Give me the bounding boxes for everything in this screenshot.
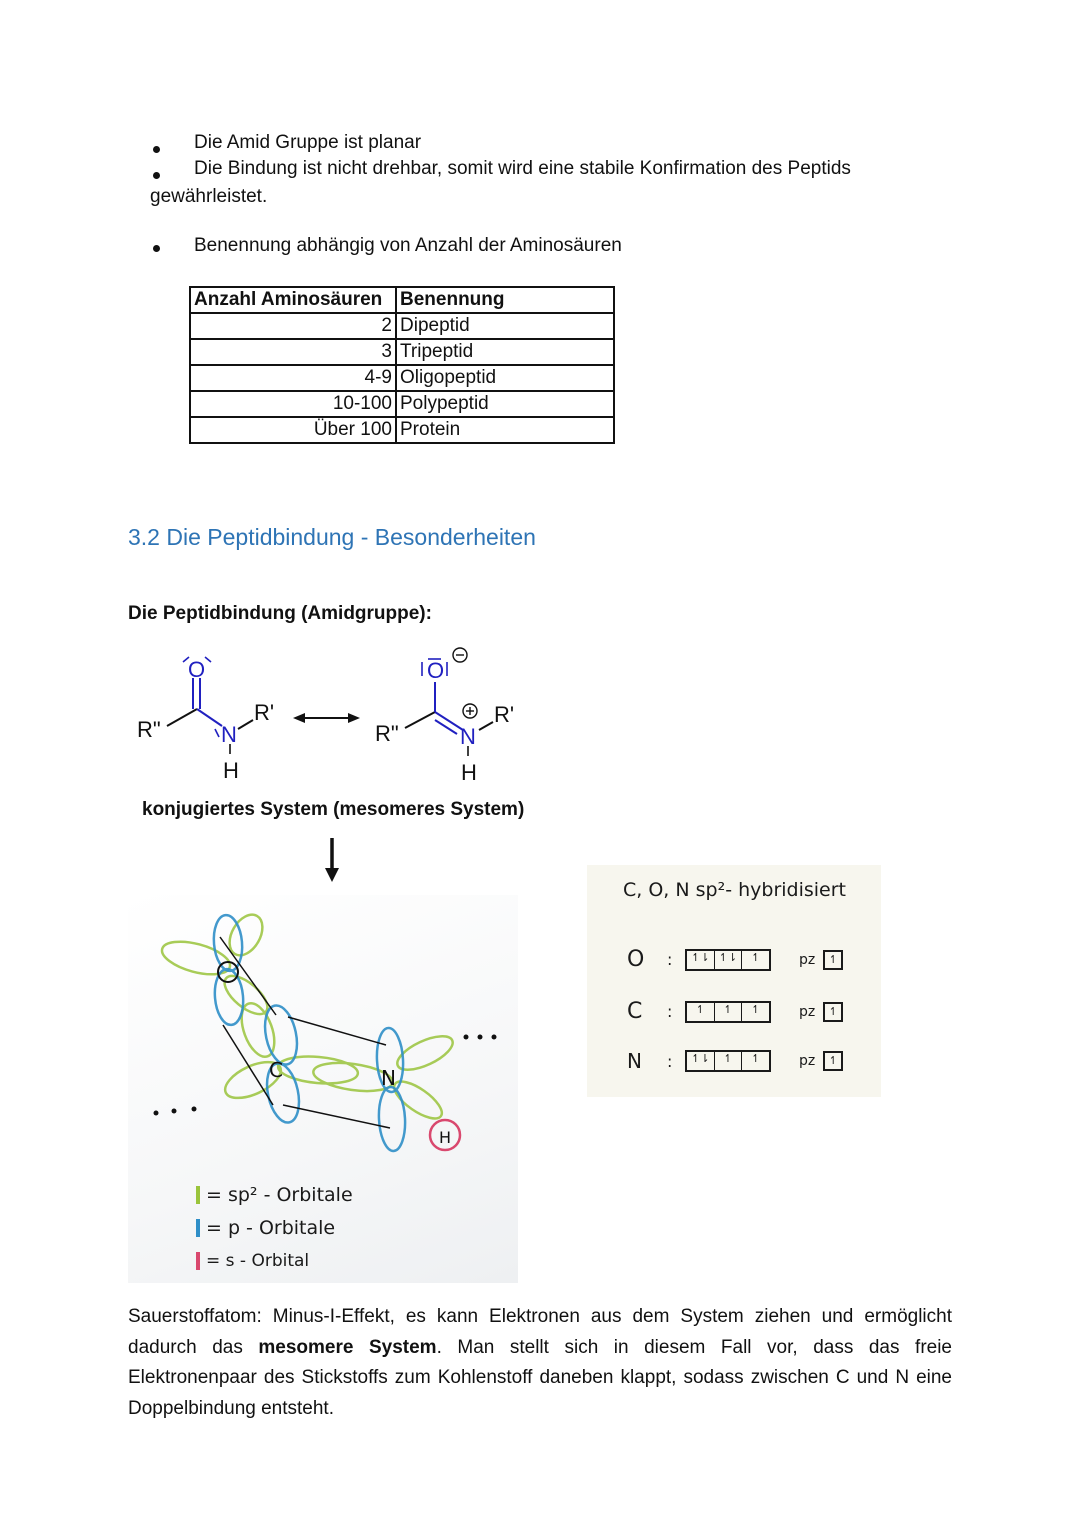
note-row-c: C : ↿ ↿ ↿ pz ↿ <box>627 999 844 1024</box>
legend-label: = s - Orbital <box>206 1250 310 1271</box>
orbital-cell: ↿ <box>687 1002 715 1021</box>
subheading: Die Peptidbindung (Amidgruppe): <box>128 603 432 624</box>
note-title: C, O, N sp²- hybridisiert <box>623 879 847 901</box>
down-arrow-icon <box>325 838 339 882</box>
table-header-cell: Benennung <box>395 286 615 314</box>
svg-text:O: O <box>188 657 205 682</box>
orbital-cell: ↿ <box>751 950 761 964</box>
sp2-box: ↿⇂ ↿ ↿ <box>685 1050 771 1072</box>
table-cell: 3 <box>189 338 397 366</box>
sp2-color-swatch <box>196 1185 200 1204</box>
bullet-icon <box>153 146 160 153</box>
atom-c: C <box>269 1058 283 1082</box>
svg-text:R': R' <box>254 700 274 725</box>
orbital-cell: ↿⇂ <box>687 950 715 969</box>
colon: : <box>667 1002 673 1021</box>
atom-h: H <box>439 1128 451 1147</box>
table-cell: 4-9 <box>189 364 397 392</box>
legend-item: = s - Orbital <box>196 1244 353 1277</box>
paragraph-text: Sauerstoffatom: Minus-I-Effekt, es kann … <box>128 1306 952 1358</box>
pz-label: pz <box>799 1003 816 1020</box>
svg-text:O: O <box>427 658 444 683</box>
svg-text:R': R' <box>494 702 514 727</box>
table-row: 3 Tripeptid <box>189 338 615 366</box>
legend-item: = sp² - Orbitale <box>196 1178 353 1211</box>
bullet-text: Die Amid Gruppe ist planar <box>194 132 422 153</box>
orbital-cell: ↿⇂ <box>687 1052 715 1070</box>
table-header-row: Anzahl Aminosäuren Benennung <box>189 286 615 314</box>
orbital-legend: = sp² - Orbitale = p - Orbitale = s - Or… <box>196 1178 353 1277</box>
pz-box: ↿ <box>823 1051 844 1071</box>
atom-label: O <box>627 947 645 972</box>
resonance-arrow-icon <box>293 713 360 723</box>
explanation-paragraph: Sauerstoffatom: Minus-I-Effekt, es kann … <box>128 1302 952 1424</box>
legend-item: = p - Orbitale <box>196 1211 353 1244</box>
sp2-box: ↿ ↿ ↿ <box>685 1000 771 1023</box>
paragraph-text: . Man stellt sich in diesem Fall vor, da… <box>128 1336 952 1419</box>
bullet-continuation: gewährleistet. <box>150 186 268 207</box>
paragraph-bold-term: mesomere System <box>258 1336 437 1358</box>
table-cell: Oligopeptid <box>395 364 615 392</box>
note-row-o: O : ↿⇂ ↿⇂ ↿ pz ↿ <box>627 947 844 972</box>
bullet-text: Benennung abhängig von Anzahl der Aminos… <box>194 235 622 256</box>
table-row: 4-9 Oligopeptid <box>189 364 615 392</box>
atom-label: N <box>627 1049 642 1073</box>
table-row: 2 Dipeptid <box>189 312 615 340</box>
note-row-n: N : ↿⇂ ↿ ↿ pz ↿ <box>627 1049 844 1073</box>
sp2-box: ↿⇂ ↿⇂ ↿ <box>685 948 771 971</box>
table-row: 10-100 Polypeptid <box>189 390 615 418</box>
orbital-cell: ↿ <box>751 1052 761 1065</box>
colon: : <box>667 1051 673 1071</box>
table-header-cell: Anzahl Aminosäuren <box>189 286 397 314</box>
table-cell: Tripeptid <box>395 338 615 366</box>
svg-text:N: N <box>460 724 476 749</box>
svg-text:R": R" <box>375 721 399 746</box>
table-cell: 2 <box>189 312 397 340</box>
s-color-swatch <box>196 1251 200 1270</box>
pz-label: pz <box>799 951 816 968</box>
orbital-cell: ↿ <box>751 1002 761 1016</box>
structure-caption: konjugiertes System (mesomeres System) <box>142 799 525 820</box>
hybridization-note: C, O, N sp²- hybridisiert O : ↿⇂ ↿⇂ ↿ pz… <box>587 865 881 1097</box>
amide-resonance-structures: O N R' H R" R" O N R' H <box>137 647 514 785</box>
table-cell: Polypeptid <box>395 390 615 418</box>
bullet-text: Die Bindung ist nicht drehbar, somit wir… <box>194 158 851 179</box>
svg-text:N: N <box>221 722 237 747</box>
table-cell: Über 100 <box>189 416 397 444</box>
atom-n: N <box>381 1066 396 1090</box>
bullet-icon <box>153 172 160 179</box>
table-cell: Dipeptid <box>395 312 615 340</box>
amino-acid-naming-table: Anzahl Aminosäuren Benennung 2 Dipeptid … <box>189 286 615 444</box>
p-color-swatch <box>196 1218 200 1237</box>
table-cell: 10-100 <box>189 390 397 418</box>
bullet-icon <box>153 245 160 252</box>
amide-structure-neutral: O N R' H R" <box>137 656 274 783</box>
svg-text:R": R" <box>137 717 161 742</box>
orbital-cell: ↿⇂ <box>715 950 743 969</box>
table-row: Über 100 Protein <box>189 416 615 444</box>
table-cell: Protein <box>395 416 615 444</box>
pz-label: pz <box>799 1053 816 1069</box>
orbital-cell: ↿ <box>715 1002 743 1021</box>
legend-label: = p - Orbitale <box>206 1216 336 1239</box>
pz-box: ↿ <box>823 1001 844 1022</box>
legend-label: = sp² - Orbitale <box>206 1183 353 1206</box>
colon: : <box>667 950 673 969</box>
amide-structure-zwitterion: R" O N R' H <box>375 647 514 785</box>
pz-box: ↿ <box>823 949 844 970</box>
section-heading: 3.2 Die Peptidbindung - Besonderheiten <box>128 524 536 550</box>
svg-text:H: H <box>223 758 239 783</box>
orbital-diagram: C N H <box>153 913 497 1153</box>
svg-text:H: H <box>461 760 477 785</box>
orbital-drawing-photo: C N H = sp² - Orbitale = p - Orbitale <box>128 895 518 1283</box>
orbital-cell: ↿ <box>715 1052 743 1070</box>
atom-label: C <box>627 999 643 1024</box>
